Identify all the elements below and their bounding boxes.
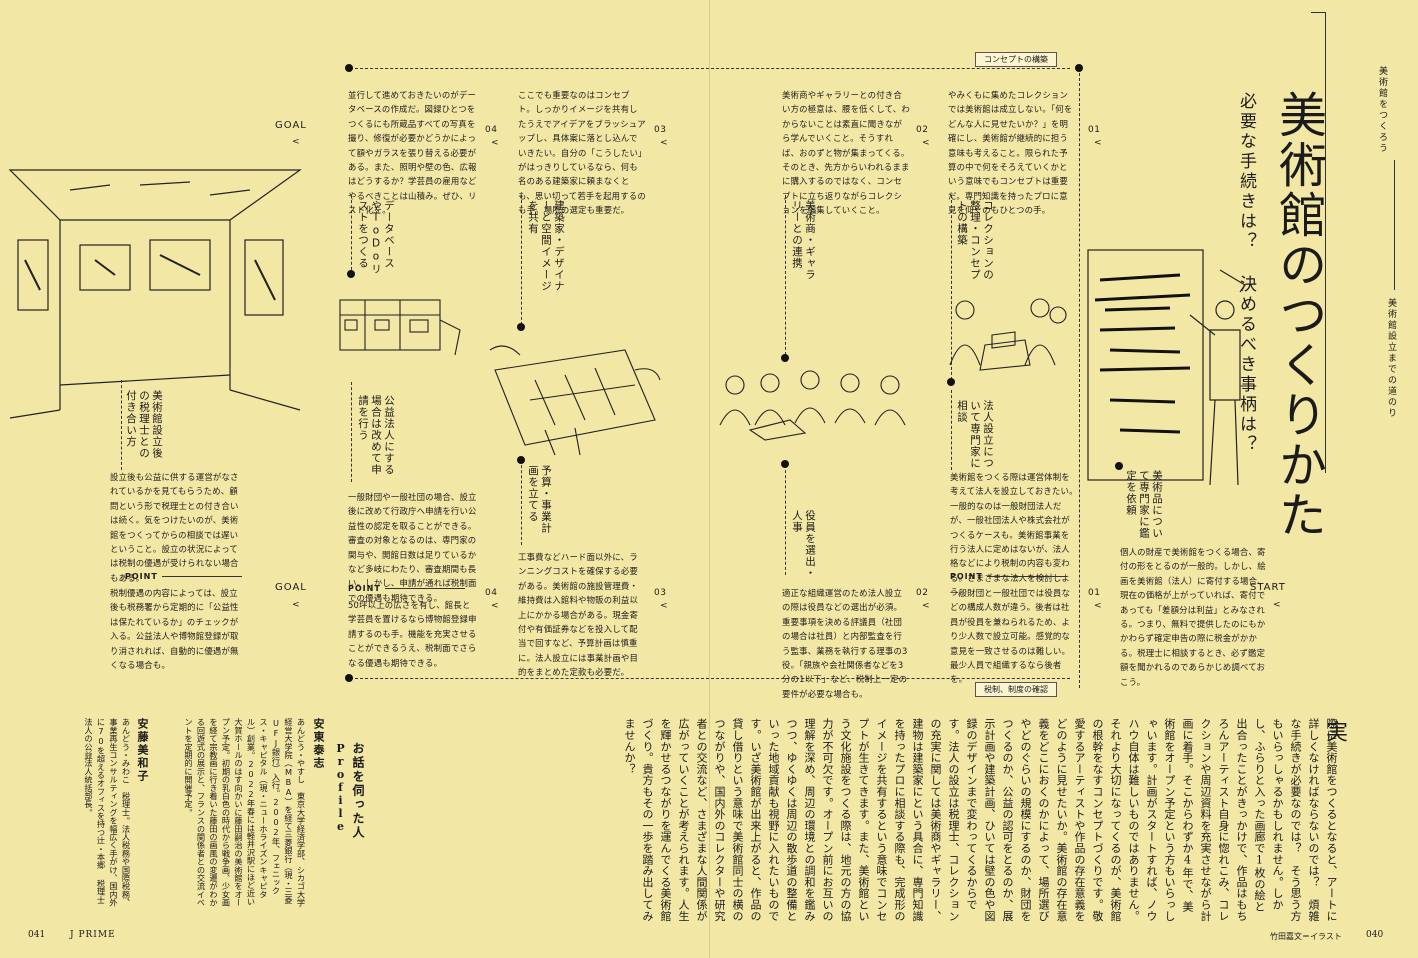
series-sublabel: 美術館設立までの道のり — [1386, 298, 1396, 419]
profile-bio-ando: あんどう・やすし 東京大学経済学部、シカゴ大学経営大学院（MBA）を経て三菱銀行… — [183, 718, 307, 907]
timeline-dot — [1115, 462, 1123, 470]
profile-label: Profile — [334, 742, 347, 833]
start-marker: START — [1250, 582, 1286, 593]
office-illustration — [339, 299, 461, 356]
bstep1-heading: 法人設立について専門家に相談 — [956, 400, 994, 469]
timeline-dot — [781, 354, 789, 362]
step-line — [521, 195, 522, 330]
goal-marker-top: GOAL — [275, 120, 307, 131]
timeline-dot — [947, 378, 955, 386]
illustration-credit: 竹田嘉文＝イラスト — [1270, 932, 1342, 941]
point-label: POINT — [125, 572, 242, 581]
timeline-dot — [517, 456, 525, 464]
step-line — [351, 195, 352, 275]
step-number: 04 — [485, 588, 498, 598]
page-title: 美術館のつくりかた — [1270, 90, 1326, 540]
concept-tag: コンセプトの構築 — [975, 52, 1057, 67]
timeline-dot — [781, 460, 789, 468]
timeline-dot — [1075, 64, 1083, 72]
arrow-icon: < — [292, 600, 301, 610]
step3-heading: 建築家・デザイナーと空間イメージを共有 — [527, 200, 565, 292]
arrow-icon: < — [660, 601, 669, 611]
step-line — [951, 390, 952, 470]
step-number: 04 — [485, 125, 498, 135]
arrow-icon: < — [922, 138, 931, 148]
bstep3-text: 工事費などハード面以外に、ランニングコストを確保する必要がある。美術館の施設管理… — [518, 552, 639, 678]
step-number: 03 — [654, 125, 667, 135]
arrow-icon: < — [491, 601, 500, 611]
page-number-right: 040 — [1366, 930, 1384, 940]
series-rule — [1394, 160, 1395, 290]
profile-heading: お話を伺った人 — [351, 742, 365, 840]
concept-line — [350, 68, 1070, 69]
step-line — [351, 382, 352, 482]
step-number: 02 — [916, 125, 929, 135]
step2-heading: 美術商・ギャラリーとの連携 — [791, 200, 816, 281]
bstep5-text: 設立後も公益に供する運営がなされているかを見てもらうため、顧問という形で税理士と… — [110, 472, 239, 583]
arrow-icon: < — [491, 138, 500, 148]
tax-line — [350, 678, 1070, 679]
point-label: POINT — [950, 572, 1067, 581]
step3-text: ここでも重要なのはコンセプト。しっかりイメージを共有したうえでアイデアをブラッシ… — [518, 90, 646, 216]
bstep5-point: 税制優遇の内容によっては、設立後も税務署から定期的に「公益性は保たれているか」の… — [110, 588, 239, 671]
step-line — [951, 195, 952, 385]
page-number-left: 041 — [28, 930, 46, 940]
goal-marker-bottom: GOAL — [275, 582, 307, 593]
step1-heading: コレクションの整理・コンセプトの構築 — [956, 200, 994, 281]
spine — [709, 0, 710, 958]
timeline-dot — [345, 674, 353, 682]
title-bracket — [1311, 12, 1326, 473]
timeline-dot — [517, 323, 525, 331]
bstep5-heading: 美術館設立後の税理士との付き合い方 — [125, 390, 163, 459]
page-subtitle: 必要な手続きは？ 決めるべき事柄は？ — [1236, 92, 1256, 455]
meeting-illustration — [719, 370, 906, 441]
step1-text: やみくもに集めたコレクションでは美術館は成立しない。「何をどんな人に見せたいか？… — [948, 90, 1073, 216]
blueprint-illustration — [489, 345, 661, 456]
step4-text: 並行して進めておきたいのがデータベースの作成だ。図録ひとつをつくるにも所蔵品すべ… — [348, 90, 477, 216]
bstep4-text: 一般財団や一般社団の場合、設立後に改めて行政庁へ申請を行い公益性の認定を取ること… — [348, 492, 477, 603]
step0-heading: 美術品について専門家に鑑定を依頼 — [1125, 470, 1163, 539]
arrow-icon: < — [292, 137, 301, 147]
bstep1-point: 一般財団と一般社団では役員などの構成人数が違う。後者は社員が役員を兼ねられるため… — [950, 588, 1071, 685]
bstep4-heading: 公益法人にする場合は改めて申請を行う — [357, 395, 395, 476]
step-number: 03 — [654, 588, 667, 598]
tax-tag: 税制、制度の確認 — [975, 682, 1057, 697]
step-number: 01 — [1088, 125, 1101, 135]
step-line — [785, 195, 786, 360]
painting-appraisal-illustration — [1087, 249, 1246, 486]
arrow-icon: < — [660, 138, 669, 148]
gallery-illustration — [8, 169, 302, 419]
bstep2-heading: 役員を選出・人事 — [791, 510, 816, 579]
bstep3-heading: 予算・事業計画を立てる — [527, 465, 552, 534]
step2-text: 美術商やギャラリーとの付き合い方の極意は、腰を低くして、わからないことは素直に聞… — [782, 90, 910, 216]
step-line — [521, 460, 522, 545]
timeline-dot — [345, 64, 353, 72]
essay-dropcap: 実 — [1322, 720, 1347, 742]
bstep4-point: 50坪以上の広さを有し、館長と学芸員を置けるなら博物館登録申請するのも手。機能を… — [348, 600, 477, 668]
profile-name-miwako: 安藤美和子 — [136, 718, 149, 783]
essay-body: 際に美術館をつくるとなると、アートに詳しくなければならないのでは？ 煩雑な手続き… — [623, 718, 1338, 922]
step0-text: 個人の財産で美術館をつくる場合、寄付の形をとるのが一般的。しかし、絵画を美術館（… — [1120, 547, 1266, 687]
step-number: 01 — [1088, 588, 1101, 598]
arrow-icon: < — [1094, 601, 1103, 611]
arrow-icon: < — [922, 601, 931, 611]
timeline-dot — [347, 270, 355, 278]
step-number: 02 — [916, 588, 929, 598]
series-label: 美術館をつくろう — [1377, 66, 1387, 154]
point-label: POINT — [348, 584, 465, 593]
profile-bio-miwako: あんどう・みわこ 税理士。法人税務や国際税務、事業再生コンサルティングを幅広く手… — [83, 718, 132, 907]
step4-heading: データベースやToDoリストをつくる — [357, 200, 395, 275]
bstep1-text: 美術館をつくる際は運営体制を考えて法人を設立しておきたい。一般的なのは一般財団法… — [950, 472, 1078, 598]
step-line — [785, 465, 786, 575]
arrow-icon: < — [1094, 138, 1103, 148]
bstep2-text: 適正な組織運営のため法人設立の際は役員などの選出が必須。重要事項を決める評議員（… — [782, 588, 908, 699]
step-line — [121, 380, 122, 470]
magazine-name: J PRIME — [70, 930, 116, 940]
start-line — [1079, 68, 1080, 688]
arrow-icon: < — [1273, 600, 1282, 610]
consult-illustration — [949, 298, 1067, 371]
profile-name-ando: 安東泰志 — [312, 718, 325, 770]
